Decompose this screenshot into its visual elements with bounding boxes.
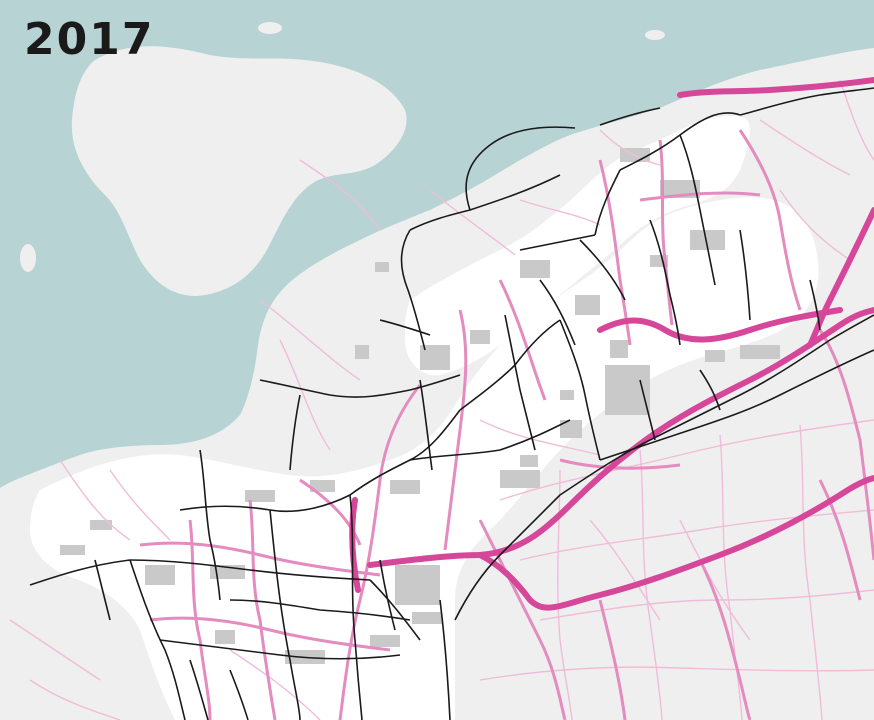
major-network [349, 77, 874, 611]
island [71, 46, 407, 296]
black-path-network [29, 87, 874, 720]
minor-network [9, 79, 874, 720]
year-label: 2017 [24, 14, 155, 65]
islet [258, 22, 282, 34]
islet [645, 30, 665, 40]
islet [20, 244, 36, 272]
